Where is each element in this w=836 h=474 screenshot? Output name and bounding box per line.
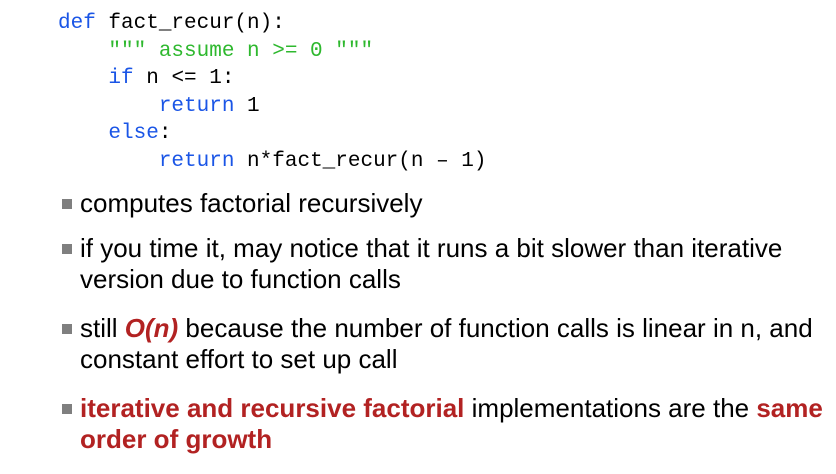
bullet-item: computes factorial recursively: [62, 188, 832, 219]
bullet-list: computes factorial recursively if you ti…: [62, 188, 832, 473]
bullet-text: because the number of function calls is …: [80, 313, 813, 374]
complexity-highlight: O(n): [124, 313, 179, 343]
bullet-item: still O(n) because the number of functio…: [62, 313, 832, 375]
bullet-item: iterative and recursive factorial implem…: [62, 393, 832, 455]
emphasis-highlight: iterative and recursive factorial: [80, 393, 465, 423]
code-token: else: [108, 122, 159, 146]
bullet-marker-icon: [62, 324, 72, 334]
code-token: if: [108, 67, 134, 91]
code-token: [58, 150, 159, 173]
code-token: return: [158, 94, 235, 118]
bullet-text: if you time it, may notice that it runs …: [80, 233, 783, 294]
code-token: n <= 1:: [133, 67, 235, 91]
bullet-item: if you time it, may notice that it runs …: [62, 233, 832, 295]
code-token: n*fact_recur(n – 1): [234, 149, 487, 173]
emphasis-highlight: same order of growth: [80, 393, 823, 454]
code-token: [58, 122, 108, 145]
code-token: 1: [234, 94, 260, 118]
code-token: return: [158, 149, 235, 173]
bullet-marker-icon: [62, 199, 72, 209]
code-token: [58, 95, 159, 118]
bullet-text: still: [80, 313, 125, 343]
code-token: """ assume n >= 0 """: [108, 39, 374, 63]
code-token: [58, 67, 108, 90]
code-line: else:: [58, 120, 487, 148]
code-token: :: [158, 122, 172, 146]
code-line: return n*fact_recur(n – 1): [58, 148, 487, 176]
bullet-marker-icon: [62, 404, 72, 414]
bullet-marker-icon: [62, 244, 72, 254]
code-token: fact_recur(n):: [95, 12, 285, 35]
code-line: if n <= 1:: [58, 65, 487, 93]
code-line: def fact_recur(n):: [58, 10, 487, 38]
code-line: return 1: [58, 93, 487, 121]
code-token: def: [58, 12, 96, 35]
code-line: """ assume n >= 0 """: [58, 38, 487, 66]
code-block: def fact_recur(n): """ assume n >= 0 """…: [58, 10, 487, 203]
bullet-text: computes factorial recursively: [80, 188, 423, 218]
code-token: [58, 40, 108, 63]
bullet-text: implementations are the: [464, 393, 757, 423]
